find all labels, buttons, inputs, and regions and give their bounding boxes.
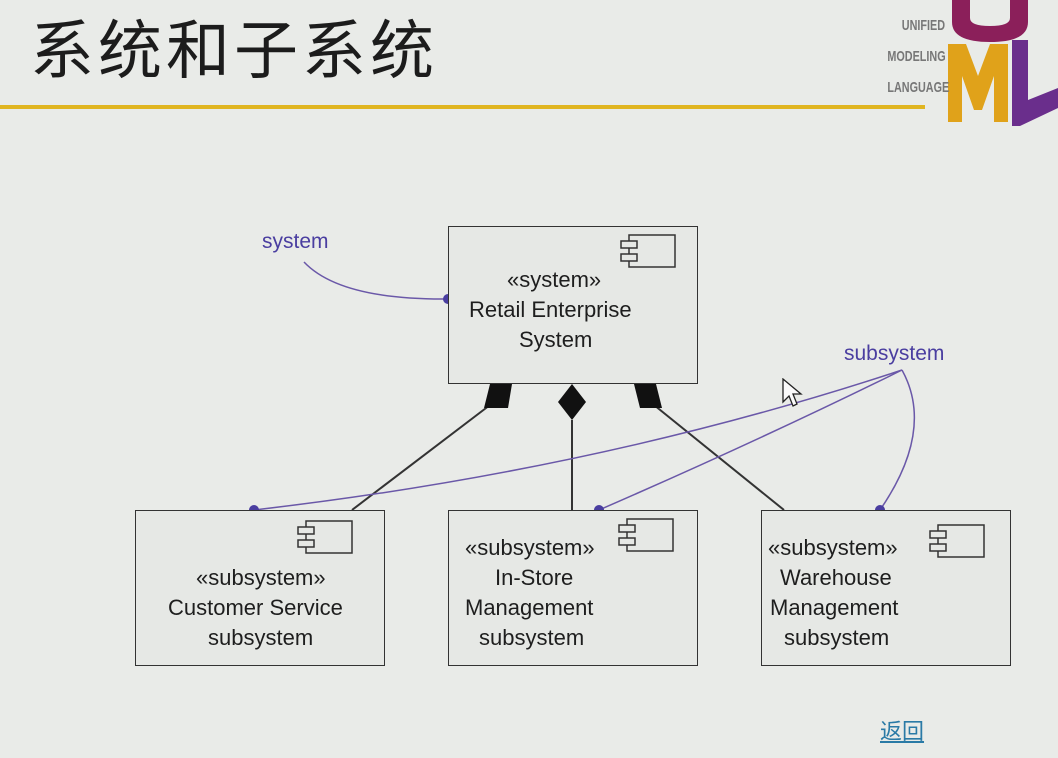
instore-name-line3: subsystem [479, 625, 585, 650]
retail-enterprise-system-box: «system» Retail Enterprise System [448, 226, 698, 384]
retail-name-line2: System [519, 327, 593, 352]
note-system-label: system [262, 230, 329, 253]
note-line-system [303, 261, 449, 300]
customer-service-subsystem-box: «subsystem» Customer Service subsystem [135, 510, 385, 666]
component-icon [620, 234, 676, 268]
note-subsystem-label: subsystem [844, 342, 945, 365]
note-line-subsystem-customer [253, 369, 903, 511]
component-icon [297, 520, 353, 554]
instore-management-subsystem-box: «subsystem» In-Store Management subsyste… [448, 510, 698, 666]
slide-title: 系统和子系统 [30, 15, 438, 89]
warehouse-management-subsystem-box: «subsystem» Warehouse Management subsyst… [761, 510, 1011, 666]
uml-word-unified: UNIFIED [901, 17, 945, 34]
component-icon [618, 518, 674, 552]
uml-words: UNIFIED MODELING LANGUAGE [887, 10, 950, 103]
uml-u-letter [952, 0, 1028, 42]
warehouse-name-line1: Warehouse [780, 565, 892, 590]
note-line-subsystem-warehouse [879, 369, 916, 511]
back-link[interactable]: 返回 [880, 720, 925, 745]
uml-word-modeling: MODELING [887, 48, 946, 65]
composition-diamond-right [634, 384, 662, 408]
uml-l-letter [1012, 40, 1058, 126]
composition-line-warehouse [653, 404, 785, 511]
instore-name-line2: Management [465, 595, 594, 620]
warehouse-stereotype: «subsystem» [768, 535, 898, 560]
title-rule [0, 105, 925, 109]
instore-stereotype: «subsystem» [465, 535, 595, 560]
composition-line-customer [351, 404, 491, 511]
component-icon [929, 524, 985, 558]
retail-stereotype: «system» [507, 267, 602, 292]
uml-logo [948, 0, 1058, 126]
warehouse-name-line3: subsystem [784, 625, 890, 650]
uml-m-letter [948, 44, 1008, 122]
instore-name-line1: In-Store [495, 565, 574, 590]
customer-name-line1: Customer Service [168, 595, 343, 620]
note-line-subsystem-instore [598, 369, 903, 511]
composition-diamond-left [484, 384, 512, 408]
warehouse-name-line2: Management [770, 595, 899, 620]
customer-stereotype: «subsystem» [196, 565, 326, 590]
retail-name-line1: Retail Enterprise [469, 297, 632, 322]
composition-diamond-center [558, 384, 586, 420]
mouse-pointer-icon [782, 378, 803, 407]
customer-name-line2: subsystem [208, 625, 314, 650]
uml-word-language: LANGUAGE [887, 79, 950, 96]
